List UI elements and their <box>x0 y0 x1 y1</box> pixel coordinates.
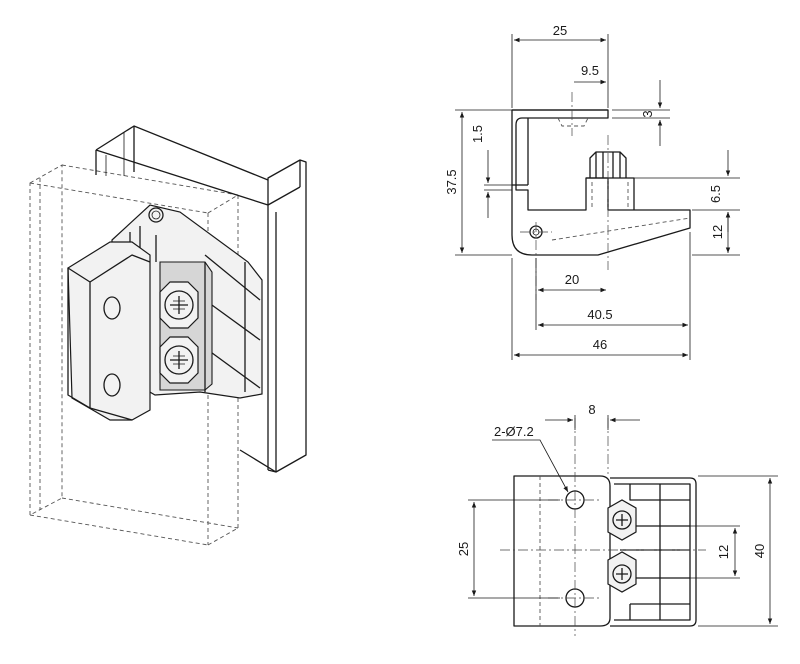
dim-37-5: 37.5 <box>444 169 459 194</box>
front-screw-upper <box>607 499 637 541</box>
adjustment-screw-lower <box>159 336 199 384</box>
frame-profile <box>95 125 307 473</box>
isometric-hinge-view <box>29 125 307 546</box>
leaf-hole-upper <box>103 296 121 320</box>
dim-9-5: 9.5 <box>581 63 599 78</box>
front-hinge-body <box>610 477 697 627</box>
adjustment-screw-upper <box>159 281 199 329</box>
side-view-drawing: 25 9.5 3 37.5 1.5 6.5 12 20 40.5 46 <box>444 23 740 360</box>
dim-12-front: 12 <box>716 545 731 559</box>
dim-1-5: 1.5 <box>470 125 485 143</box>
screw-head <box>589 151 627 178</box>
dim-2-dia-7-2: 2-Ø7.2 <box>494 424 534 439</box>
dim-3: 3 <box>640 110 655 117</box>
dim-12-side: 12 <box>710 225 725 239</box>
dim-8: 8 <box>588 402 595 417</box>
hinge-door-leaf <box>67 241 151 421</box>
dim-20: 20 <box>565 272 579 287</box>
door-panel-outline <box>29 164 239 546</box>
dim-40-5: 40.5 <box>587 307 612 322</box>
dim-46: 46 <box>593 337 607 352</box>
dim-25-front: 25 <box>456 542 471 556</box>
dim-6-5: 6.5 <box>708 185 723 203</box>
dim-25-top: 25 <box>553 23 567 38</box>
leaf-hole-lower <box>103 373 121 397</box>
front-view-drawing: 8 2-Ø7.2 25 12 40 <box>456 402 778 636</box>
side-profile-outline <box>511 109 691 256</box>
dim-40: 40 <box>752 544 767 558</box>
front-screw-lower <box>607 551 637 593</box>
front-leaf-plate <box>513 475 611 627</box>
